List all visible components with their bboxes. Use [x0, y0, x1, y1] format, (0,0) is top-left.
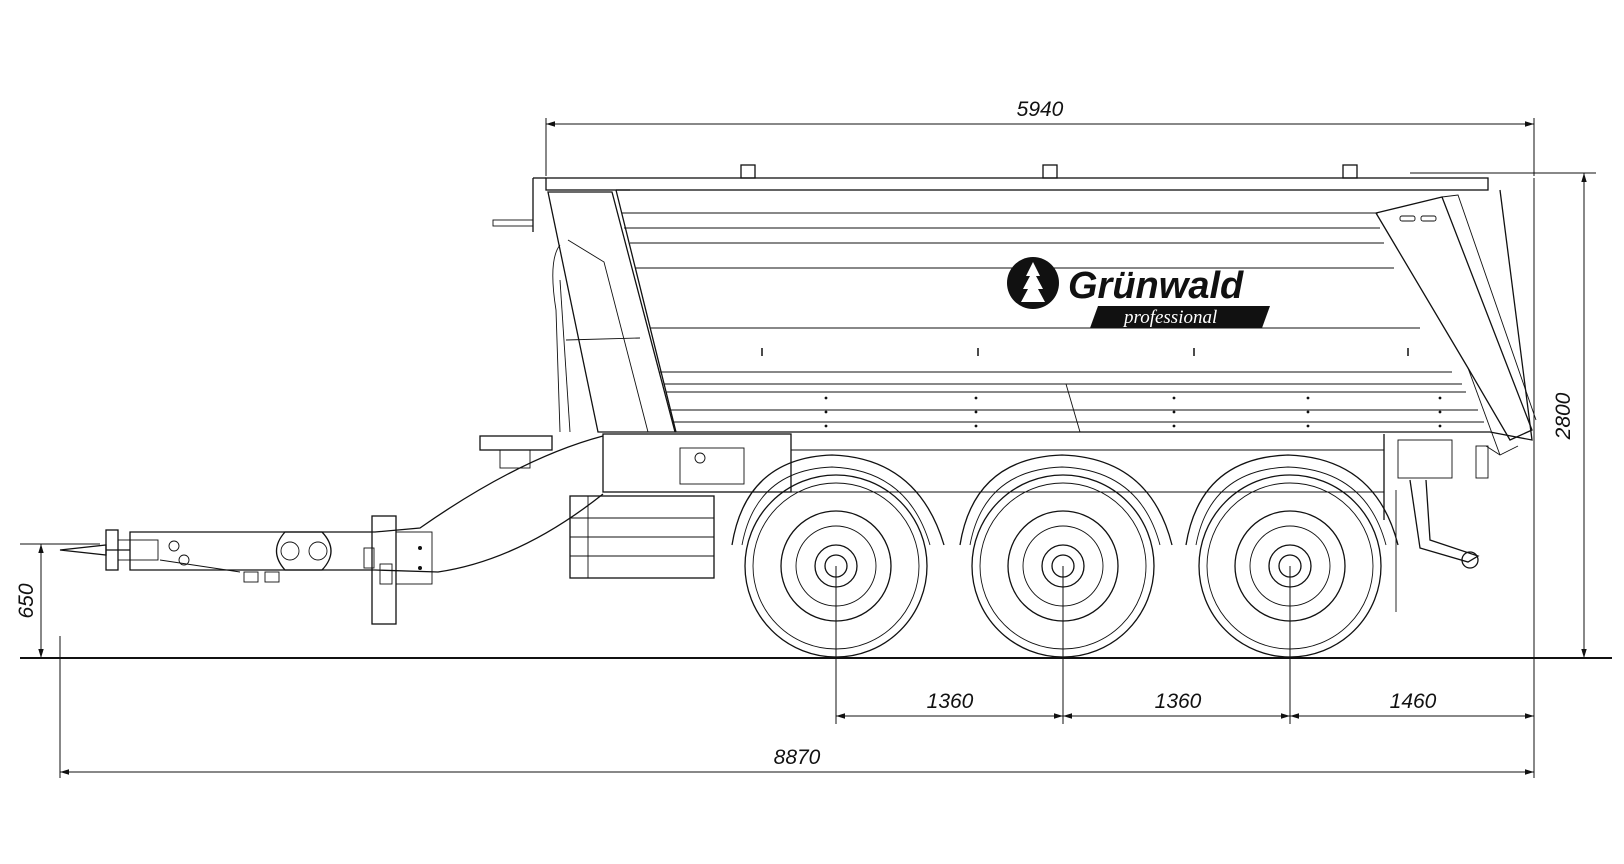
brand-name: Grünwald	[1068, 265, 1244, 307]
side-guard	[569, 495, 715, 579]
brand-tagline: professional	[1122, 307, 1217, 328]
dimension-label-overall-height: 2800	[1552, 392, 1575, 440]
dimension-label-rear-overhang: 1460	[1390, 690, 1437, 713]
dimension-label-body-length: 5940	[1017, 98, 1064, 121]
wheel-axle-1	[731, 454, 945, 658]
dimension-label-drawbar-height: 650	[15, 583, 38, 618]
wheel-axle-3	[1185, 454, 1399, 658]
brand-logo: Grünwald professional	[1007, 257, 1270, 328]
chassis	[602, 433, 1489, 612]
dump-body	[492, 164, 1537, 456]
dimension-label-axle-spacing-2: 1360	[1155, 690, 1202, 713]
drawbar	[59, 435, 604, 625]
dimension-drawbar-height: 650	[15, 543, 100, 658]
dimension-label-overall-length: 8870	[774, 746, 821, 769]
wheel-axle-2	[959, 454, 1173, 658]
dimension-axle-spacing: 1360 1360 1460	[835, 178, 1535, 778]
dimension-body-length: 5940	[545, 98, 1535, 176]
dimension-overall-length: 8870	[59, 636, 1534, 778]
dimension-label-axle-spacing-1: 1360	[927, 690, 974, 713]
dimension-overall-height: 2800	[1410, 172, 1596, 658]
